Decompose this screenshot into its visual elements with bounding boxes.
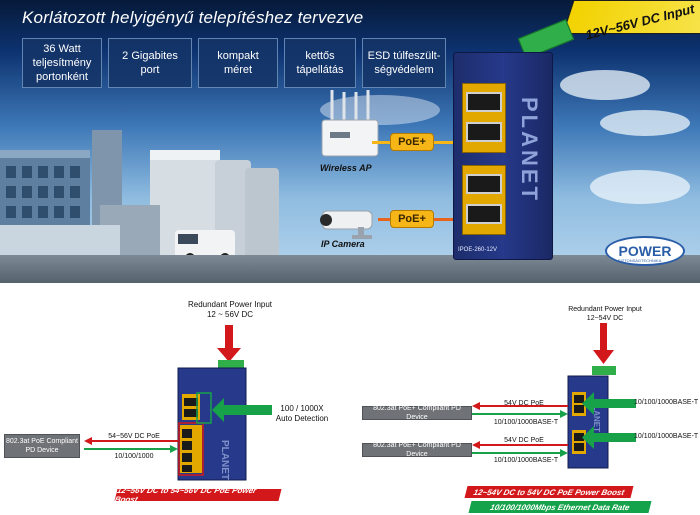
right-power-input-title: Redundant Power Input: [568, 306, 642, 313]
left-poe-arrow: [84, 437, 178, 445]
feature-compact-size: kompakt méret: [198, 38, 278, 88]
ip-camera-label: IP Camera: [321, 239, 365, 249]
feature-gigabit-ports: 2 Gigabites port: [108, 38, 192, 88]
left-data-arrow: [84, 445, 178, 453]
right-uplink-label-2: 10/100/1000BASE-T: [634, 433, 699, 440]
left-power-input-range: 12 ~ 56V DC: [206, 310, 254, 319]
left-pd-device-box: 802.3at PoE Compliant PD Device: [4, 434, 80, 458]
right-poe-label-2: 54V DC PoE: [504, 437, 544, 444]
poe-injector-switch: PLANET IPOE-260-12V: [453, 52, 553, 260]
brand-logo: PLANET: [517, 97, 542, 203]
poe-tag-camera: PoE+: [390, 210, 434, 228]
right-data-rate-banner: 10/100/1000Mbps Ethernet Data Rate: [468, 501, 652, 513]
right-poe-arrow-1: [472, 402, 568, 410]
rj45-port: [466, 92, 502, 112]
right-data-label-1: 10/100/1000BASE-T: [493, 419, 559, 426]
power-logo-subtitle: BIZTONSÁGTECHNIKA: [618, 258, 662, 263]
right-poe-label-1: 54V DC PoE: [504, 400, 544, 407]
right-data-arrow-1: [472, 410, 568, 418]
left-uplink-speed: 100 / 1000X: [280, 404, 324, 413]
ip-camera-icon: [320, 210, 373, 239]
right-switch-device: PLANET: [567, 366, 616, 469]
power-company-logo: POWER: [605, 236, 685, 266]
rj45-port: [466, 174, 502, 194]
left-power-input-label: Redundant Power Input 12 ~ 56V DC: [178, 300, 282, 320]
svg-text:PLANET: PLANET: [592, 400, 601, 432]
right-uplink-arrow-2: [582, 426, 636, 449]
poe-port-block: [462, 83, 506, 153]
left-uplink-label: 100 / 1000X Auto Detection: [272, 404, 332, 424]
feature-esd-protection: ESD túlfeszült-ségvédelem: [362, 38, 446, 88]
left-power-input-title: Redundant Power Input: [187, 300, 273, 309]
left-switch-device: PLANET: [177, 360, 247, 481]
feature-list: 36 Watt teljesítmény portonként 2 Gigabi…: [22, 38, 446, 88]
right-poe-arrow-2: [472, 441, 568, 449]
cloud: [600, 110, 690, 136]
right-power-input-arrow: [593, 323, 614, 364]
ground: [0, 255, 700, 283]
product-banner: Korlátozott helyigényű telepítéshez terv…: [0, 0, 700, 283]
cloud: [590, 170, 690, 204]
right-data-arrow-2: [472, 449, 568, 457]
right-uplink-arrow-1: [582, 392, 636, 415]
feature-dual-power: kettős tápellátás: [284, 38, 356, 88]
svg-text:PLANET: PLANET: [219, 440, 230, 480]
factory-illustration: [0, 130, 279, 263]
right-power-input-range: 12~54V DC: [586, 315, 624, 322]
right-uplink-label-1: 10/100/1000BASE-T: [634, 399, 699, 406]
poe-tag-ap: PoE+: [390, 133, 434, 151]
feature-power-per-port: 36 Watt teljesítmény portonként: [22, 38, 102, 88]
wireless-ap-label: Wireless AP: [320, 163, 372, 173]
left-data-label: 10/100/1000: [114, 453, 154, 460]
model-label: IPOE-260-12V: [458, 247, 498, 253]
banner-title: Korlátozott helyigényű telepítéshez terv…: [22, 8, 364, 27]
left-uplink-mode: Auto Detection: [275, 414, 329, 423]
rj45-port: [466, 204, 502, 224]
poe-port-block: [462, 165, 506, 235]
wireless-ap-icon: [321, 90, 379, 157]
rj45-port: [466, 122, 502, 142]
right-pd-device-box-1: 802.3at PoE+ Compliant PD Device: [362, 405, 472, 421]
left-uplink-arrow: [212, 398, 272, 422]
right-pd-device-box-2: 802.3at PoE+ Compliant PD Device: [362, 442, 472, 458]
left-poe-label: 54~56V DC PoE: [108, 433, 160, 440]
left-power-boost-banner: 12~56V DC to 54~56V DC PoE Power Boost: [114, 486, 282, 504]
left-power-input-arrow: [217, 325, 241, 362]
right-data-label-2: 10/100/1000BASE-T: [493, 457, 559, 464]
cloud: [560, 70, 650, 100]
right-power-input-label: Redundant Power Input 12~54V DC: [560, 305, 650, 323]
right-power-boost-banner: 12~54V DC to 54V DC PoE Power Boost: [464, 486, 634, 498]
